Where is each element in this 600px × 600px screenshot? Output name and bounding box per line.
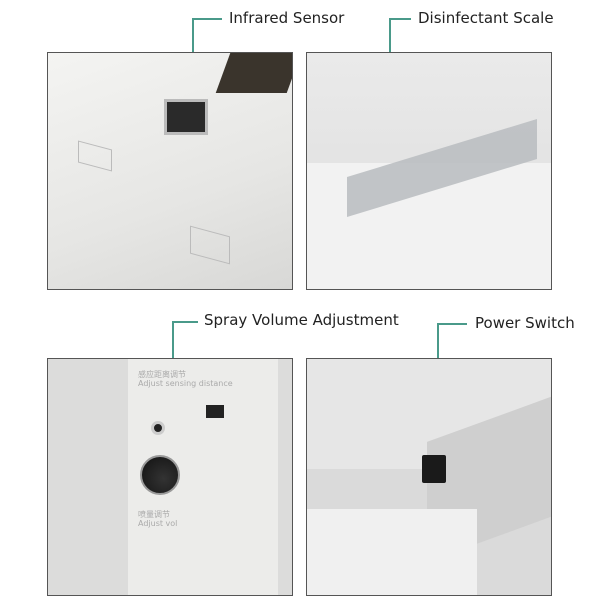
indicator — [206, 405, 224, 418]
sensing-en-text: Adjust sensing distance — [138, 379, 233, 388]
device-top-edge — [215, 53, 292, 93]
vol-en-text: Adjust vol — [138, 519, 178, 528]
vent — [78, 140, 112, 172]
callout-line — [172, 321, 198, 323]
photo-power-switch — [306, 358, 552, 596]
photo-spray-volume: 感应距离调节 Adjust sensing distance 喷量调节 Adju… — [47, 358, 293, 596]
label-infrared-sensor: Infrared Sensor — [229, 9, 345, 27]
sensing-knob[interactable] — [151, 421, 165, 435]
label-spray-volume: Spray Volume Adjustment — [204, 311, 399, 329]
power-switch[interactable] — [422, 455, 446, 483]
volume-knob[interactable] — [140, 455, 180, 495]
vent — [190, 225, 230, 265]
label-disinfectant-scale: Disinfectant Scale — [418, 9, 554, 27]
base — [307, 509, 477, 595]
photo-disinfectant-scale — [306, 52, 552, 290]
sensing-cn-text: 感应距离调节 — [138, 370, 186, 379]
callout-line — [192, 18, 222, 20]
callout-line — [389, 18, 411, 20]
vol-cn-text: 喷量调节 — [138, 510, 170, 519]
photo-infrared-sensor — [47, 52, 293, 290]
callout-line — [437, 323, 467, 325]
sensor-window — [164, 99, 208, 135]
label-power-switch: Power Switch — [475, 314, 575, 332]
